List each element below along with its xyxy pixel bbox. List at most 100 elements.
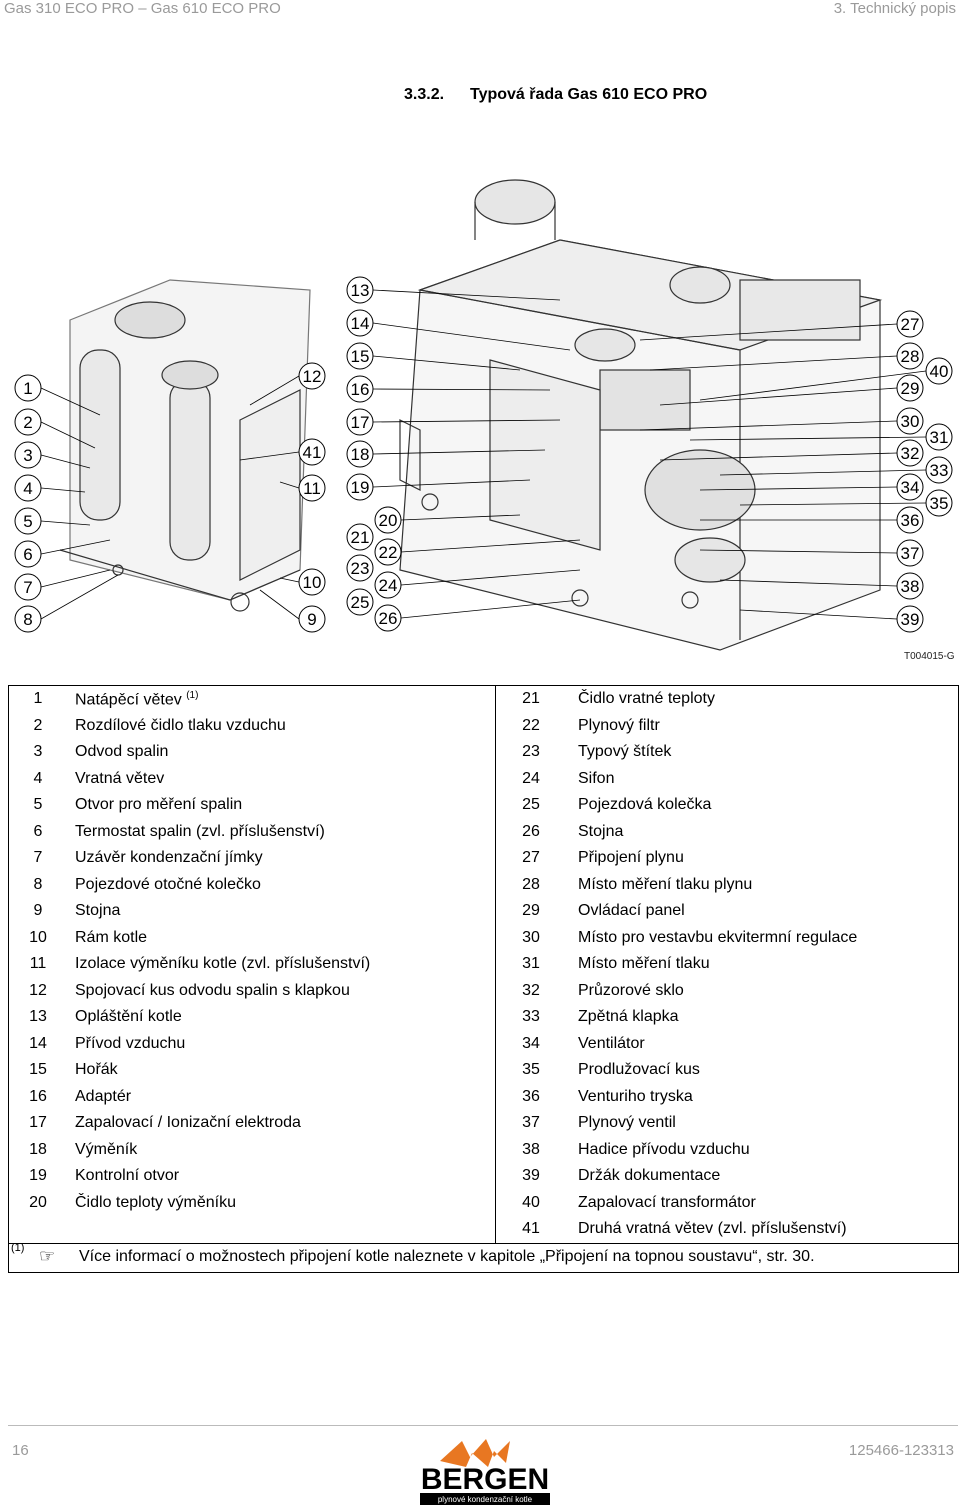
legend-label-left-text: Čidlo teploty výměníku <box>75 1193 236 1211</box>
callout-35: 35 <box>925 489 953 517</box>
svg-text:19: 19 <box>351 478 370 497</box>
legend-number-right-text: 25 <box>522 796 540 814</box>
legend-label-left-text: Adaptér <box>75 1087 132 1105</box>
svg-text:32: 32 <box>901 444 920 463</box>
legend-number-left: 20 <box>8 1189 67 1216</box>
legend-label-right: Plynový filtr <box>566 712 959 739</box>
header-doc-title: Gas 310 ECO PRO – Gas 610 ECO PRO <box>4 0 281 17</box>
page-number: 16 <box>12 1442 29 1459</box>
legend-label-right-text: Zpětná klapka <box>578 1008 679 1026</box>
legend-number-left: 16 <box>8 1083 67 1110</box>
legend-number-left-text: 10 <box>29 928 47 946</box>
callout-28: 28 <box>896 342 924 370</box>
svg-text:21: 21 <box>351 528 370 547</box>
legend-label-left: Rozdílové čidlo tlaku vzduchu <box>67 713 496 740</box>
legend-number-right: 34 <box>495 1030 566 1057</box>
legend-number-right: 32 <box>495 977 566 1004</box>
legend-label-right-text: Průzorové sklo <box>578 981 684 999</box>
legend-label-left: Izolace výměníku kotle (zvl. příslušenst… <box>67 951 496 978</box>
callout-32: 32 <box>896 439 924 467</box>
legend-label-right: Připojení plynu <box>566 845 959 872</box>
boiler-technical-drawing: 1 2 3 4 5 6 7 8 12 41 11 10 9 13 14 15 1… <box>14 179 953 651</box>
legend-number-right: 24 <box>495 765 566 792</box>
legend-number-right-text: 35 <box>522 1061 540 1079</box>
callout-18: 18 <box>346 440 374 468</box>
legend-number-left-text: 20 <box>29 1193 47 1211</box>
legend-label-left: Rám kotle <box>67 925 496 952</box>
legend-number-right: 35 <box>495 1057 566 1084</box>
svg-text:5: 5 <box>23 512 32 531</box>
legend-label-right: Průzorové sklo <box>566 977 959 1004</box>
callout-39: 39 <box>896 605 924 633</box>
legend-number-left-text: 19 <box>29 1167 47 1185</box>
legend-label-left <box>67 1216 496 1243</box>
legend-label-left: Přívod vzduchu <box>67 1031 496 1058</box>
legend-label-right-text: Typový štítek <box>578 743 672 761</box>
legend-number-right: 40 <box>495 1189 566 1216</box>
legend-label-left: Opláštění kotle <box>67 1004 496 1031</box>
callout-19: 19 <box>346 473 374 501</box>
legend-number-right: 28 <box>495 871 566 898</box>
legend-number-right: 37 <box>495 1110 566 1137</box>
legend-label-left: Otvor pro měření spalin <box>67 792 496 819</box>
legend-number-right-text: 24 <box>522 769 540 787</box>
legend-number-left-text: 9 <box>33 902 43 920</box>
svg-text:12: 12 <box>303 367 322 386</box>
legend-label-left: Hořák <box>67 1057 496 1084</box>
callout-37: 37 <box>896 539 924 567</box>
figure-code: T004015-G <box>904 651 955 662</box>
legend-number-right: 27 <box>495 845 566 872</box>
legend-number-left-text: 13 <box>29 1008 47 1026</box>
legend-number-right: 21 <box>495 685 566 713</box>
svg-text:27: 27 <box>901 315 920 334</box>
logo-flame-icon <box>440 1439 510 1467</box>
section-heading: 3.3.2.Typová řada Gas 610 ECO PRO <box>404 86 707 104</box>
callout-26: 26 <box>374 604 402 632</box>
legend-number-left: 18 <box>8 1136 67 1163</box>
legend-label-left: Adaptér <box>67 1084 496 1111</box>
legend-label-left-text: Výměník <box>75 1140 138 1158</box>
legend-number-right: 41 <box>495 1216 566 1243</box>
footnote-ref: (1) <box>186 689 199 701</box>
legend-label-right-text: Připojení plynu <box>578 849 684 867</box>
legend-label-left-text: Hořák <box>75 1061 118 1079</box>
legend-label-right: Typový štítek <box>566 739 959 766</box>
svg-text:38: 38 <box>901 577 920 596</box>
callout-36: 36 <box>896 506 924 534</box>
legend-label-right: Sifon <box>566 765 959 792</box>
svg-text:39: 39 <box>901 610 920 629</box>
footnote-text: Více informací o možnostech připojení ko… <box>79 1247 815 1265</box>
svg-text:16: 16 <box>351 380 370 399</box>
svg-text:1: 1 <box>23 379 32 398</box>
legend-label-left-text: Uzávěr kondenzační jímky <box>75 849 263 867</box>
legend-label-right: Venturiho tryska <box>566 1083 959 1110</box>
legend-number-right-text: 32 <box>522 981 540 999</box>
footer-divider <box>8 1425 958 1426</box>
legend-number-left-text: 2 <box>33 716 43 734</box>
legend-label-left-text: Spojovací kus odvodu spalin s klapkou <box>75 981 350 999</box>
legend-label-left: Pojezdové otočné kolečko <box>67 872 496 899</box>
svg-text:29: 29 <box>901 379 920 398</box>
document-number: 125466-123313 <box>848 1442 954 1459</box>
legend-label-left-text: Pojezdové otočné kolečko <box>75 875 261 893</box>
bergen-logo: BERGEN plynové kondenzační kotle <box>420 1439 550 1505</box>
legend-label-left: Zapalovací / Ionizační elektroda <box>67 1110 496 1137</box>
legend-label-right: Místo pro vestavbu ekvitermní regulace <box>566 924 959 951</box>
legend-number-left: 5 <box>8 792 67 819</box>
footnote-marker: (1) <box>11 1241 25 1254</box>
legend-number-right-text: 36 <box>522 1087 540 1105</box>
svg-text:40: 40 <box>930 362 949 381</box>
legend-number-left: 9 <box>8 898 67 925</box>
svg-text:7: 7 <box>23 578 32 597</box>
legend-label-right-text: Venturiho tryska <box>578 1087 693 1105</box>
svg-text:4: 4 <box>23 479 32 498</box>
legend-label-left-text: Kontrolní otvor <box>75 1167 180 1185</box>
callout-8: 8 <box>14 605 42 633</box>
legend-label-left-text: Stojna <box>75 902 121 920</box>
legend-label-right-text: Místo měření tlaku plynu <box>578 875 753 893</box>
